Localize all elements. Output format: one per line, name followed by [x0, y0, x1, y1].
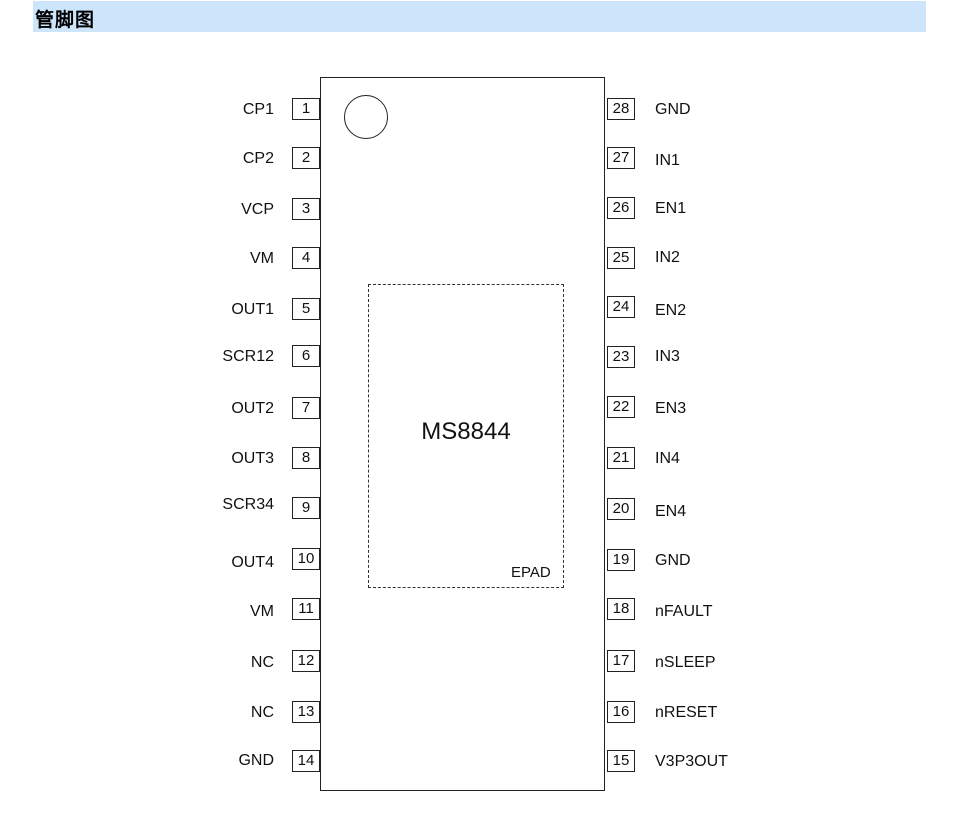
pin-number: 1 — [292, 98, 320, 120]
pin-number: 5 — [292, 298, 320, 320]
pin-number: 2 — [292, 147, 320, 169]
pin-label: VM — [250, 250, 274, 267]
pin-label: CP2 — [242, 150, 274, 167]
pin-label: EN1 — [655, 200, 687, 217]
pin-number: 14 — [292, 750, 320, 772]
pin-number: 21 — [607, 447, 635, 469]
pin-number: 23 — [607, 346, 635, 368]
pin-number: 24 — [607, 296, 635, 318]
pin-label: NC — [250, 654, 274, 671]
epad-label: EPAD — [511, 564, 551, 581]
pin-label: EN2 — [655, 302, 687, 319]
pin-number: 27 — [607, 147, 635, 169]
pin-label: EN3 — [655, 400, 687, 417]
pin-number: 25 — [607, 247, 635, 269]
section-title: 管脚图 — [35, 9, 96, 31]
pin-number: 17 — [607, 650, 635, 672]
pin-number: 4 — [292, 247, 320, 269]
pin-label: V3P3OUT — [655, 753, 728, 770]
pin-number: 6 — [292, 345, 320, 367]
pin-number: 26 — [607, 197, 635, 219]
pin-number: 20 — [607, 498, 635, 520]
pin-label: IN3 — [655, 348, 680, 365]
pin-number: 10 — [292, 548, 320, 570]
pin-label: nSLEEP — [655, 654, 716, 671]
pin-label: CP1 — [242, 101, 274, 118]
pin-number: 16 — [607, 701, 635, 723]
pin-number: 8 — [292, 447, 320, 469]
pin-label: NC — [250, 704, 274, 721]
pin-number: 22 — [607, 396, 635, 418]
pin-label: SCR34 — [222, 496, 274, 513]
pin-label: OUT4 — [231, 554, 274, 571]
pin-number: 9 — [292, 497, 320, 519]
pin-label: OUT2 — [231, 400, 274, 417]
pin-label: IN4 — [655, 450, 680, 467]
section-header: 管脚图 — [33, 1, 926, 32]
chip-name: MS8844 — [421, 418, 511, 445]
pin-label: SCR12 — [222, 348, 274, 365]
pin1-notch — [344, 95, 388, 139]
pin-label: nFAULT — [655, 603, 713, 620]
pin-number: 13 — [292, 701, 320, 723]
pin-label: IN1 — [655, 152, 680, 169]
pin-label: VCP — [241, 201, 274, 218]
epad-outline — [368, 284, 564, 588]
pin-label: nRESET — [655, 704, 718, 721]
pin-label: EN4 — [655, 503, 687, 520]
pin-number: 18 — [607, 598, 635, 620]
pin-number: 11 — [292, 598, 320, 620]
pin-label: OUT1 — [231, 301, 274, 318]
pin-label: GND — [655, 552, 691, 569]
pin-number: 7 — [292, 397, 320, 419]
pin-label: IN2 — [655, 249, 680, 266]
pin-label: GND — [238, 752, 274, 769]
pin-label: OUT3 — [231, 450, 274, 467]
pin-number: 19 — [607, 549, 635, 571]
pin-number: 3 — [292, 198, 320, 220]
pin-number: 15 — [607, 750, 635, 772]
pin-label: GND — [655, 101, 691, 118]
pin-label: VM — [250, 603, 274, 620]
chip-body — [320, 77, 605, 791]
pin-number: 28 — [607, 98, 635, 120]
pin-number: 12 — [292, 650, 320, 672]
